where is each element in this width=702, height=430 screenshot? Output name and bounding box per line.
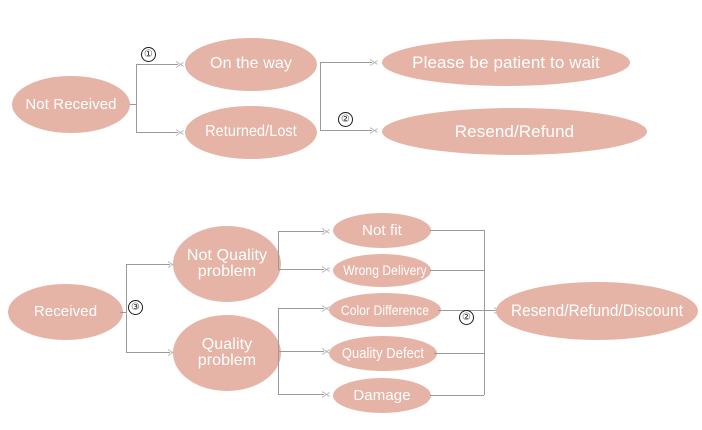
connector-to-not-fit	[278, 231, 324, 232]
connector-to-returned-lost	[136, 132, 178, 133]
node-damage[interactable]: Damage	[333, 378, 431, 413]
arrowhead-to-returned-lost	[176, 126, 185, 138]
arrowhead-to-please-wait	[370, 56, 379, 68]
node-returned-lost-label: Returned/Lost	[205, 123, 297, 141]
arrowhead-to-wrong-delivery	[322, 263, 331, 275]
connector-to-not-quality-problem	[126, 264, 170, 265]
connector-to-quality-problem	[126, 352, 170, 353]
connector-received-spine	[126, 264, 127, 352]
node-on-the-way-label: On the way	[210, 55, 292, 73]
node-returned-lost[interactable]: Returned/Lost	[185, 106, 317, 159]
arrowhead-to-not-fit	[322, 225, 331, 237]
connector-to-quality-defect	[278, 351, 324, 352]
node-quality-problem-label: Quality problem	[197, 335, 257, 369]
connector-outcome-spine-top	[320, 62, 321, 130]
node-quality-problem[interactable]: Quality problem	[173, 315, 281, 391]
connector-merge-wrong-delivery	[430, 270, 484, 271]
step-marker-1: ①	[141, 47, 156, 62]
connector-spine-not-quality	[278, 231, 279, 269]
step-marker-2-top: ②	[338, 112, 353, 127]
connector-merge-spine	[484, 230, 485, 395]
node-not-quality-problem-label: Not Quality problem	[186, 246, 268, 280]
connector-to-please-wait	[320, 62, 372, 63]
node-received-label: Received	[33, 303, 98, 321]
node-damage-label: Damage	[353, 386, 411, 404]
node-please-be-patient-to-wait-label: Please be patient to wait	[412, 52, 600, 72]
node-not-fit-label: Not fit	[362, 221, 402, 239]
step-marker-2-bottom: ②	[459, 310, 474, 325]
node-quality-defect[interactable]: Quality Defect	[329, 336, 437, 371]
node-quality-defect-label: Quality Defect	[341, 344, 425, 362]
connector-not-received-spine	[136, 64, 137, 132]
node-wrong-delivery[interactable]: Wrong Delivery	[333, 254, 431, 287]
connector-to-on-the-way	[136, 64, 178, 65]
node-resend-refund-discount-label: Resend/Refund/Discount	[510, 301, 684, 321]
node-not-fit[interactable]: Not fit	[333, 213, 431, 248]
node-resend-refund[interactable]: Resend/Refund	[382, 108, 647, 155]
step-marker-3: ③	[128, 300, 143, 315]
connector-merge-quality-defect	[434, 353, 484, 354]
connector-merge-not-fit	[430, 230, 484, 231]
connector-not-received-stem	[130, 104, 136, 105]
node-resend-refund-label: Resend/Refund	[454, 121, 575, 141]
connector-to-resend-refund	[320, 130, 372, 131]
node-not-quality-problem[interactable]: Not Quality problem	[173, 226, 281, 302]
connector-merge-stem	[484, 310, 496, 311]
connector-to-wrong-delivery	[278, 269, 324, 270]
node-color-difference[interactable]: Color Difference	[329, 293, 441, 327]
node-color-difference-label: Color Difference	[340, 301, 430, 318]
node-on-the-way[interactable]: On the way	[185, 38, 317, 91]
connector-to-damage	[278, 394, 324, 395]
node-resend-refund-discount[interactable]: Resend/Refund/Discount	[496, 282, 698, 340]
connector-to-color-difference	[278, 308, 324, 309]
arrowhead-to-on-the-way	[176, 58, 185, 70]
node-received[interactable]: Received	[8, 284, 123, 340]
node-wrong-delivery-label: Wrong Delivery	[343, 262, 427, 279]
node-not-received-label: Not Received	[25, 95, 117, 113]
connector-received-stem	[120, 312, 126, 313]
connector-merge-damage	[430, 395, 484, 396]
arrowhead-to-damage	[322, 388, 331, 400]
arrowhead-to-resend-refund	[370, 124, 379, 136]
node-not-received[interactable]: Not Received	[12, 76, 130, 133]
node-please-be-patient-to-wait[interactable]: Please be patient to wait	[382, 39, 630, 86]
